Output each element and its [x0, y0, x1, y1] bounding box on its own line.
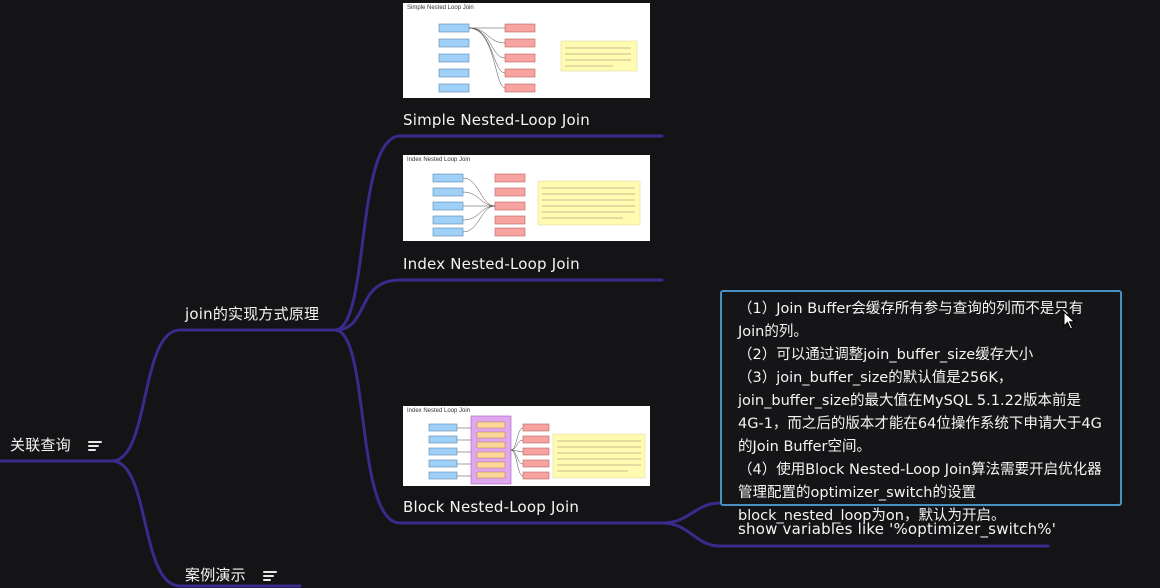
menu-lines-icon[interactable] [262, 570, 277, 581]
note-box[interactable]: （1）Join Buffer会缓存所有参与查询的列而不是只有Join的列。 （2… [720, 290, 1122, 524]
leaf-node-index-nested-loop[interactable]: Index Nested-Loop Join [403, 255, 580, 273]
menu-lines-icon[interactable] [87, 440, 102, 451]
index-nested-loop-diagram[interactable]: Index Nested Loop Join [403, 155, 650, 241]
branch-node-case-demo[interactable]: 案例演示 [185, 564, 277, 585]
branch-node-join-principles[interactable]: join的实现方式原理 [185, 303, 319, 324]
branch-node-label: join的实现方式原理 [185, 305, 320, 323]
leaf-node-show-variables-command[interactable]: show variables like '%optimizer_switch%' [738, 520, 1056, 538]
diagram-title: Index Nested Loop Join [407, 408, 471, 414]
leaf-node-label: Index Nested-Loop Join [403, 255, 580, 273]
mouse-cursor-icon [1063, 311, 1076, 330]
leaf-node-label: Simple Nested-Loop Join [403, 111, 590, 129]
leaf-node-block-nested-loop[interactable]: Block Nested-Loop Join [403, 498, 579, 516]
diagram-title: Index Nested Loop Join [407, 157, 471, 163]
command-label: show variables like '%optimizer_switch%' [738, 520, 1057, 538]
root-node-related-query[interactable]: 关联查询 [10, 434, 102, 455]
note-line-2: （2）可以通过调整join_buffer_size缓存大小 [738, 347, 1034, 363]
branch-node-label: 案例演示 [185, 566, 246, 584]
root-node-label: 关联查询 [10, 436, 71, 454]
diagram-graphic [428, 415, 646, 485]
note-line-1: （1）Join Buffer会缓存所有参与查询的列而不是只有Join的列。 [738, 301, 1084, 340]
diagram-title: Simple Nested Loop Join [407, 5, 474, 11]
simple-nested-loop-diagram[interactable]: Simple Nested Loop Join [403, 3, 650, 98]
note-line-4: （4）使用Block Nested-Loop Join算法需要开启优化器管理配置… [738, 462, 1102, 524]
block-nested-loop-diagram[interactable]: Index Nested Loop Join [403, 406, 650, 486]
note-line-3: （3）join_buffer_size的默认值是256K，join_buffer… [738, 370, 1102, 455]
diagram-graphic [432, 173, 641, 237]
leaf-node-simple-nested-loop[interactable]: Simple Nested-Loop Join [403, 111, 590, 129]
leaf-node-label: Block Nested-Loop Join [403, 498, 580, 516]
diagram-graphic [438, 23, 638, 93]
